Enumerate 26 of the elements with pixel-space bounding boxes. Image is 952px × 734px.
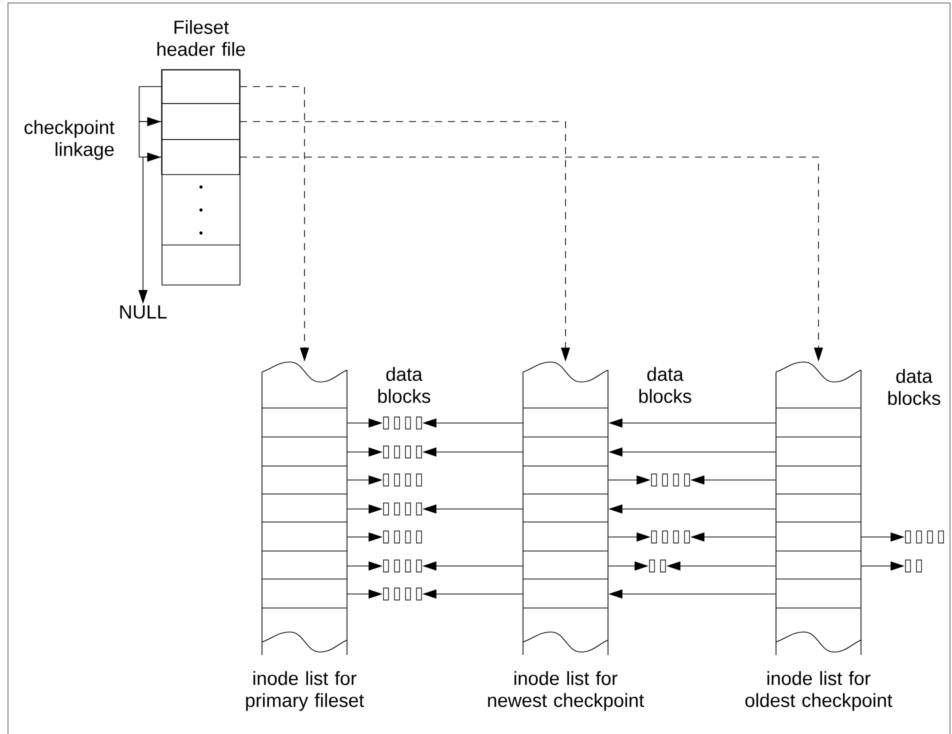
arrow (138, 86, 162, 126)
table-row (161, 103, 240, 140)
data-blocks-label: data blocks (378, 367, 430, 403)
list-caption: inode list for oldest checkpoint (745, 671, 892, 711)
data-block-group (383, 588, 422, 600)
table-heading: Fileset header file (157, 20, 246, 56)
table-row (161, 139, 240, 175)
data-block-group (905, 530, 944, 544)
data-block-group (383, 416, 422, 430)
data-block-group (383, 474, 422, 486)
list-caption: inode list for primary fileset (246, 671, 364, 711)
data-blocks-label: data blocks (888, 369, 940, 405)
data-block-group (383, 530, 422, 544)
data-block-group (383, 446, 422, 458)
table-row (161, 69, 240, 104)
data-block-group (651, 530, 690, 544)
data-block-group (905, 560, 922, 572)
list-caption: inode list for newest checkpoint (488, 671, 644, 711)
data-block-group (651, 474, 690, 486)
data-block-group (383, 560, 422, 572)
arrow (138, 121, 162, 162)
data-block-group (383, 502, 422, 516)
data-block-group (649, 560, 666, 572)
data-blocks-label: data blocks (639, 367, 692, 403)
null-label: NULL (120, 305, 167, 319)
checkpoint-linkage-label: checkpoint linkage (24, 120, 114, 160)
